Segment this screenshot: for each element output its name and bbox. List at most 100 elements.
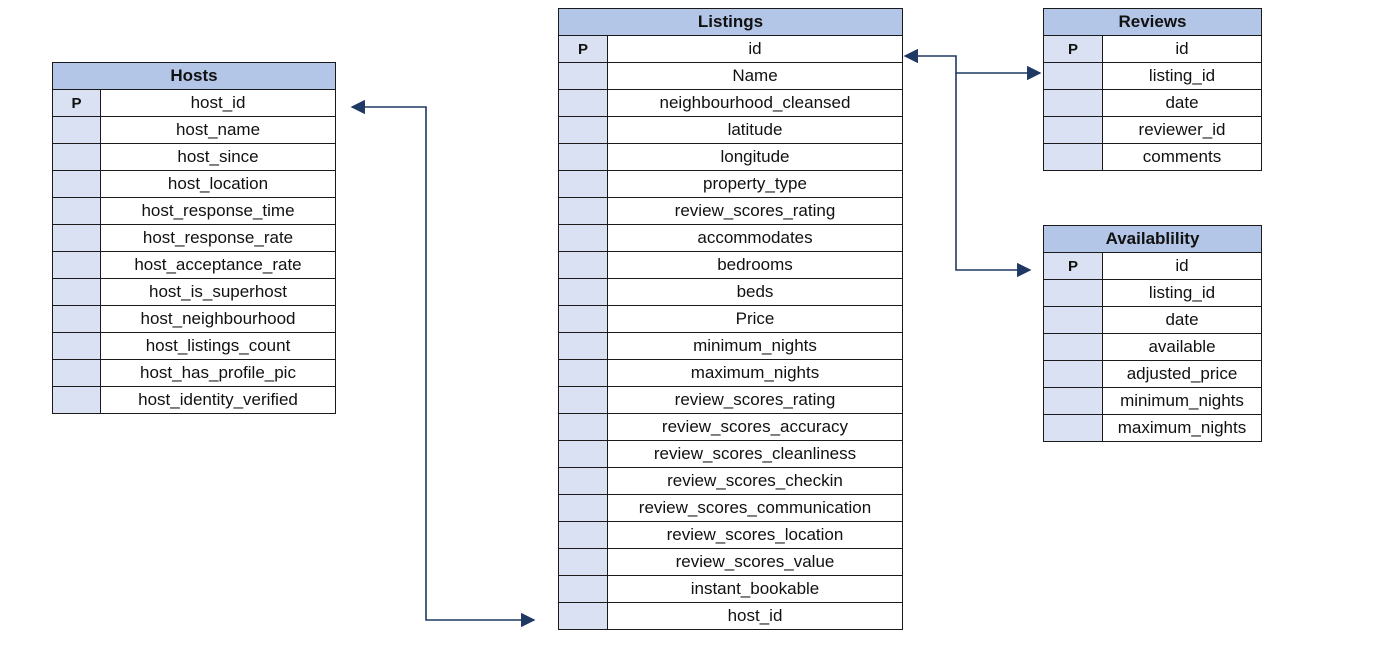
- reviews-row: comments: [1043, 143, 1262, 171]
- listings-row: host_id: [558, 602, 903, 630]
- field-name: adjusted_price: [1102, 360, 1262, 388]
- field-name: instant_bookable: [607, 575, 903, 603]
- field-name: host_response_time: [100, 197, 336, 225]
- listings-row: review_scores_location: [558, 521, 903, 549]
- field-name: minimum_nights: [607, 332, 903, 360]
- hosts-row: host_acceptance_rate: [52, 251, 336, 279]
- listings-row: beds: [558, 278, 903, 306]
- field-name: review_scores_checkin: [607, 467, 903, 495]
- listings-row: minimum_nights: [558, 332, 903, 360]
- field-name: listing_id: [1102, 279, 1262, 307]
- key-cell: [558, 197, 608, 225]
- listings-row: Name: [558, 62, 903, 90]
- field-name: review_scores_rating: [607, 197, 903, 225]
- hosts-row: host_since: [52, 143, 336, 171]
- key-cell: [558, 62, 608, 90]
- field-name: review_scores_cleanliness: [607, 440, 903, 468]
- field-name: listing_id: [1102, 62, 1262, 90]
- availability-row: maximum_nights: [1043, 414, 1262, 442]
- hosts-row: host_location: [52, 170, 336, 198]
- field-name: neighbourhood_cleansed: [607, 89, 903, 117]
- key-cell: [558, 413, 608, 441]
- field-name: host_name: [100, 116, 336, 144]
- key-cell: [558, 575, 608, 603]
- primary-key-marker: P: [1043, 35, 1103, 63]
- key-cell: [52, 359, 101, 387]
- field-name: minimum_nights: [1102, 387, 1262, 415]
- availability-table-title: Availablility: [1043, 225, 1262, 253]
- listings-row: latitude: [558, 116, 903, 144]
- field-name: maximum_nights: [1102, 414, 1262, 442]
- key-cell: [52, 305, 101, 333]
- listings-row: neighbourhood_cleansed: [558, 89, 903, 117]
- hosts-row: host_name: [52, 116, 336, 144]
- primary-key-marker: P: [1043, 252, 1103, 280]
- primary-key-marker: P: [52, 89, 101, 117]
- key-cell: [1043, 62, 1103, 90]
- listings-row: review_scores_rating: [558, 386, 903, 414]
- listings-row: Price: [558, 305, 903, 333]
- field-name: host_is_superhost: [100, 278, 336, 306]
- key-cell: [558, 170, 608, 198]
- field-name: id: [1102, 35, 1262, 63]
- hosts-row: host_identity_verified: [52, 386, 336, 414]
- field-name: review_scores_rating: [607, 386, 903, 414]
- key-cell: [1043, 116, 1103, 144]
- key-cell: [558, 278, 608, 306]
- listings-row: review_scores_cleanliness: [558, 440, 903, 468]
- key-cell: [1043, 306, 1103, 334]
- key-cell: [52, 170, 101, 198]
- key-cell: [558, 251, 608, 279]
- key-cell: [1043, 414, 1103, 442]
- reviews-row: date: [1043, 89, 1262, 117]
- field-name: property_type: [607, 170, 903, 198]
- availability-row: listing_id: [1043, 279, 1262, 307]
- field-name: latitude: [607, 116, 903, 144]
- listings-row: bedrooms: [558, 251, 903, 279]
- hosts-row: host_is_superhost: [52, 278, 336, 306]
- field-name: comments: [1102, 143, 1262, 171]
- availability-row: adjusted_price: [1043, 360, 1262, 388]
- key-cell: [558, 224, 608, 252]
- field-name: host_has_profile_pic: [100, 359, 336, 387]
- key-cell: [1043, 333, 1103, 361]
- connector-host-to-listing: [350, 99, 536, 628]
- field-name: maximum_nights: [607, 359, 903, 387]
- key-cell: [52, 278, 101, 306]
- field-name: host_response_rate: [100, 224, 336, 252]
- listings-row: property_type: [558, 170, 903, 198]
- key-cell: [558, 89, 608, 117]
- key-cell: [52, 251, 101, 279]
- key-cell: [558, 116, 608, 144]
- key-cell: [52, 332, 101, 360]
- listings-row: maximum_nights: [558, 359, 903, 387]
- hosts-row: host_response_rate: [52, 224, 336, 252]
- hosts-row: host_has_profile_pic: [52, 359, 336, 387]
- field-name: bedrooms: [607, 251, 903, 279]
- listings-row: review_scores_rating: [558, 197, 903, 225]
- field-name: review_scores_value: [607, 548, 903, 576]
- key-cell: [52, 386, 101, 414]
- reviews-table-title: Reviews: [1043, 8, 1262, 36]
- hosts-table-title: Hosts: [52, 62, 336, 90]
- reviews-row: listing_id: [1043, 62, 1262, 90]
- listings-row: review_scores_checkin: [558, 467, 903, 495]
- key-cell: [558, 440, 608, 468]
- listings-table-title: Listings: [558, 8, 903, 36]
- hosts-row: host_neighbourhood: [52, 305, 336, 333]
- key-cell: [52, 197, 101, 225]
- key-cell: [558, 602, 608, 630]
- listings-row: review_scores_communication: [558, 494, 903, 522]
- key-cell: [1043, 360, 1103, 388]
- hosts-row: host_response_time: [52, 197, 336, 225]
- key-cell: [558, 305, 608, 333]
